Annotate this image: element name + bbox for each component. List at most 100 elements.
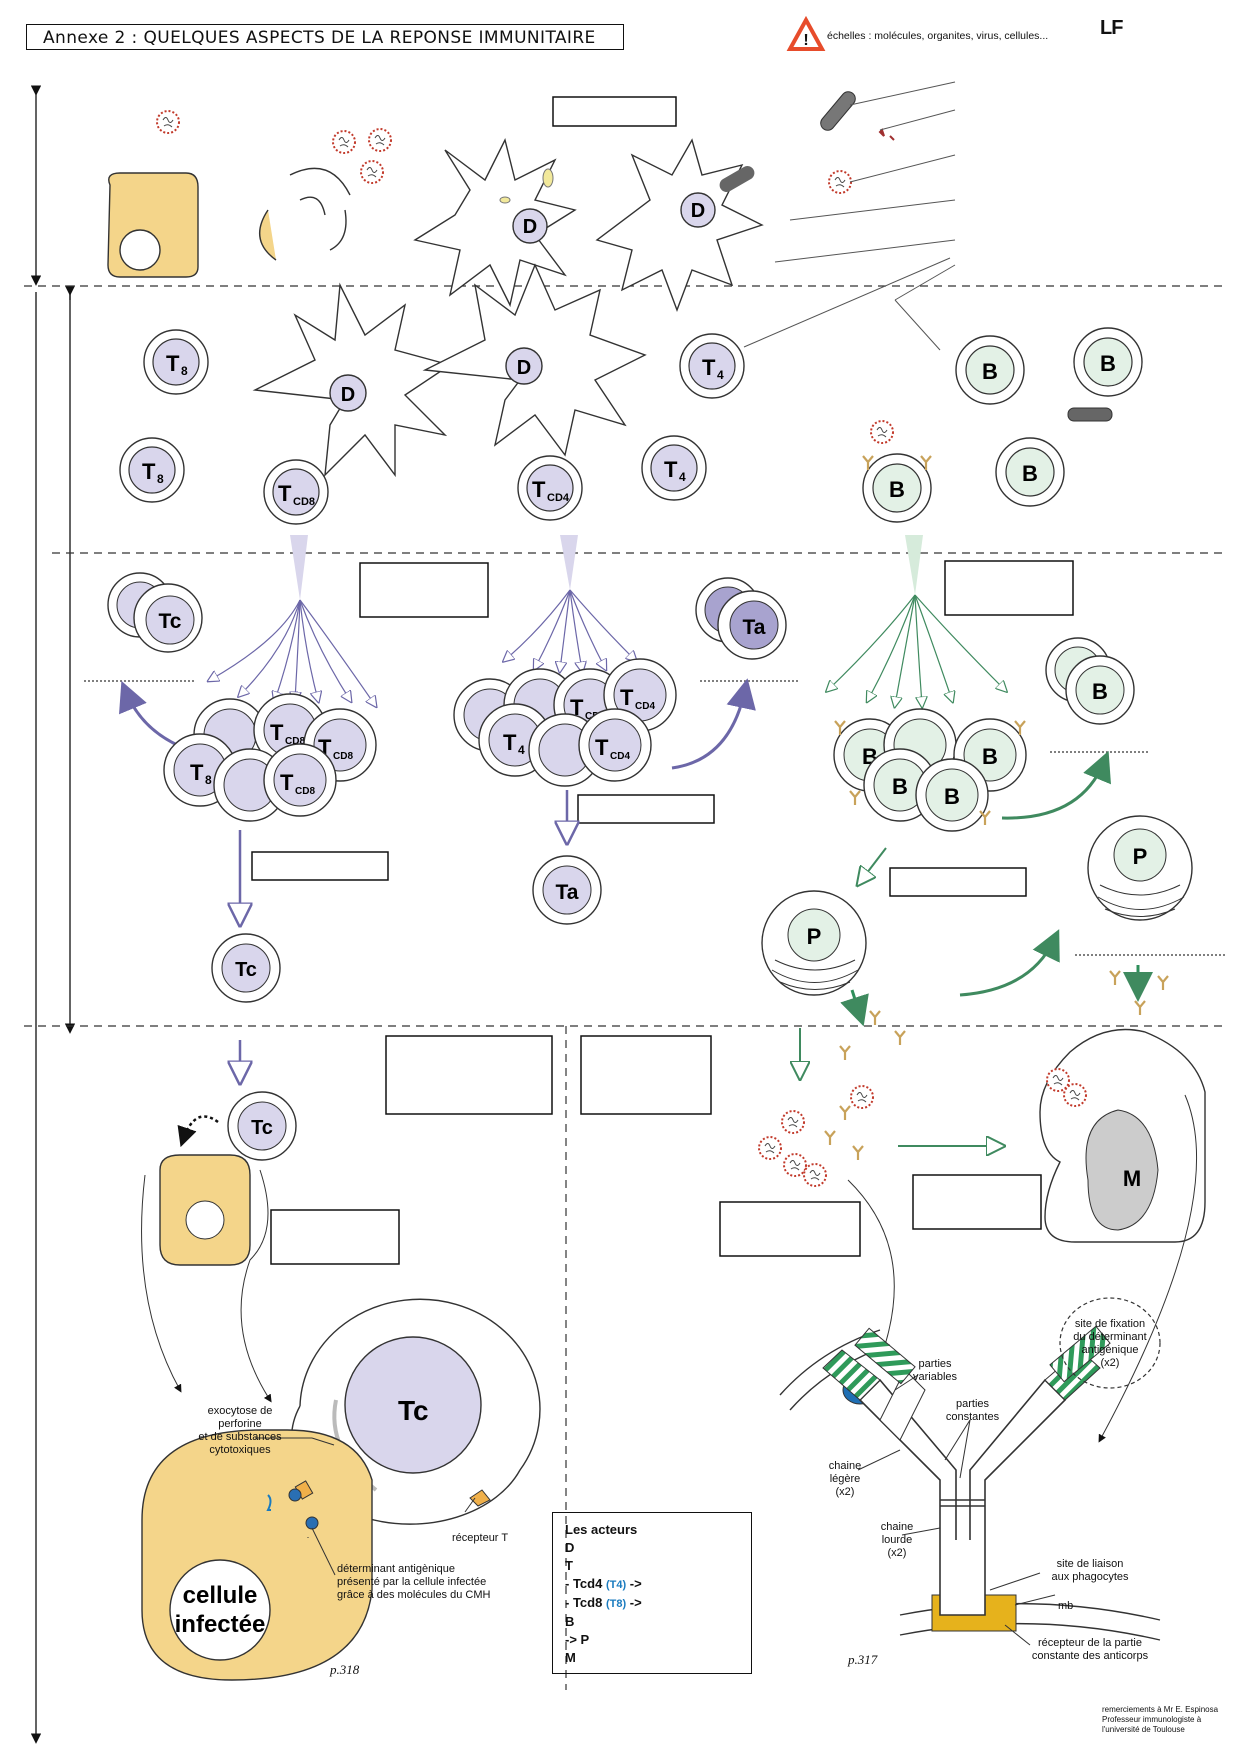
answer-box-4[interactable] <box>251 851 389 881</box>
t-label: T <box>278 481 292 506</box>
answer-box-3[interactable] <box>944 560 1074 616</box>
tc-cell: Tc <box>211 933 281 1003</box>
b-label: B <box>1022 461 1038 486</box>
t-label: T <box>166 351 180 376</box>
t8-cell-2: T 8 <box>119 437 185 503</box>
b-cells-row2: B B B B <box>861 327 1143 523</box>
exocytose-label: exocytose de perforine et de substances … <box>198 1405 282 1456</box>
b-label: B <box>892 774 908 799</box>
cell-d-label: D <box>341 384 355 406</box>
cellule-label-2: infectée <box>175 1611 266 1638</box>
chaine-legere-label: chaine légère (x2) <box>828 1460 862 1498</box>
actor-tcd8: - Tcd8 (T8) -> <box>565 1595 642 1610</box>
actor-b: B <box>565 1614 575 1629</box>
cellule-label-1: cellule <box>183 1582 258 1609</box>
b-label: B <box>1100 351 1116 376</box>
leader-lines-right <box>857 1374 1056 1646</box>
t4-cell-1: T 4 <box>679 257 951 399</box>
svg-text:!: ! <box>803 32 808 49</box>
p-label: P <box>807 924 822 949</box>
t-label: T <box>270 720 284 745</box>
tc-pair: Tc <box>107 572 203 653</box>
mb-label: mb <box>1058 1600 1074 1612</box>
b-label: B <box>889 477 905 502</box>
t4-cell-2: T 4 <box>641 435 707 501</box>
b-label: B <box>944 784 960 809</box>
t8-sub: 8 <box>157 472 164 486</box>
warning-text: échelles : molécules, organites, virus, … <box>827 30 1049 42</box>
determinant-label: déterminant antigènique présenté par la … <box>337 1563 491 1601</box>
logo: LF <box>1100 17 1123 39</box>
m-label: M <box>1123 1166 1141 1191</box>
t-label: T <box>595 735 609 760</box>
fan-tcd8 <box>210 535 375 705</box>
leader-lines-left <box>255 1437 476 1576</box>
dendritic-cell-2: D <box>595 138 764 312</box>
t8-sub: 8 <box>181 364 188 378</box>
b-label: B <box>982 744 998 769</box>
page-ref-right: p.317 <box>848 1652 878 1667</box>
answer-box-6[interactable] <box>889 867 1027 897</box>
t-label: T <box>620 685 634 710</box>
parties-constantes-label: parties constantes <box>945 1398 1000 1423</box>
b-clone: B B B B <box>833 708 1027 832</box>
answer-box-8[interactable] <box>580 1035 712 1115</box>
tc-label: Tc <box>398 1395 429 1426</box>
t8-cell-1: T 8 <box>143 329 209 395</box>
t-label: T <box>142 459 156 484</box>
tc-label: Tc <box>251 1117 273 1139</box>
actor-p: -> P <box>565 1632 590 1647</box>
cell-d-label: D <box>523 216 537 238</box>
t-label: T <box>570 695 584 720</box>
actor-d: D <box>565 1540 575 1555</box>
tcd8-sub: CD8 <box>293 496 315 508</box>
arrow-memory-b <box>1001 750 1111 820</box>
infected-cell-small <box>107 110 199 278</box>
fan-tcd4 <box>505 535 635 670</box>
dendritic-cell-3: D <box>252 282 452 478</box>
actors-title: Les acteurs <box>565 1522 638 1537</box>
plasmocyte-2: P <box>1087 815 1193 921</box>
lysed-cell <box>259 128 392 261</box>
warning-icon: ! <box>786 15 826 51</box>
fan-b <box>828 535 1005 705</box>
timeline-axis <box>30 85 76 1744</box>
tcd4-sub: CD4 <box>610 751 630 762</box>
tcd4-clone: T CD4 T CD4 T 4 T CD4 <box>453 658 677 787</box>
site-fixation-label: site de fixation du déterminant antigèni… <box>1073 1318 1147 1369</box>
plasmocyte-1: P <box>761 890 869 1027</box>
ta-pair: Ta <box>695 577 787 660</box>
actor-tcd4: - Tcd4 (T4) -> <box>565 1576 642 1591</box>
macrophage: M <box>1039 1028 1206 1443</box>
answer-box-11[interactable] <box>912 1174 1042 1230</box>
pathogens-top-right <box>774 81 956 263</box>
actor-m: M <box>565 1650 576 1665</box>
answer-box-1[interactable] <box>552 96 677 127</box>
viruses-antibodies <box>758 1085 874 1187</box>
arrow-to-p <box>860 847 887 882</box>
t-label: T <box>190 760 204 785</box>
credits: remerciements à Mr E. Espinosa Professeu… <box>1102 1705 1219 1734</box>
tcd8-cell: T CD8 <box>263 459 329 525</box>
antibody-detail <box>779 1297 1161 1641</box>
t8-sub: 8 <box>205 773 212 787</box>
tcd4-cell: T CD4 <box>517 455 583 521</box>
answer-box-7[interactable] <box>385 1035 553 1115</box>
answer-box-9[interactable] <box>270 1209 400 1265</box>
cell-d-label: D <box>517 357 531 379</box>
ta-label: Ta <box>743 616 766 639</box>
chaine-lourde-label: chaine lourde (x2) <box>880 1521 914 1559</box>
t-label: T <box>503 730 517 755</box>
answer-box-10[interactable] <box>719 1201 861 1257</box>
answer-box-5[interactable] <box>577 794 715 824</box>
arrow-memory-p <box>959 929 1060 997</box>
actor-t: T <box>565 1558 573 1573</box>
tcd8-sub: CD8 <box>333 751 353 762</box>
page-title: Annexe 2 : QUELQUES ASPECTS DE LA REPONS… <box>26 24 624 50</box>
tcd8-clone: T CD8 T CD8 T 8 T CD8 <box>163 693 377 822</box>
answer-box-2[interactable] <box>359 562 489 618</box>
t-label: T <box>664 457 678 482</box>
tc-label: Tc <box>235 959 257 981</box>
infected-cell-detail: cellule infectée <box>141 1429 373 1681</box>
b-memory-pair: B <box>1045 637 1135 725</box>
